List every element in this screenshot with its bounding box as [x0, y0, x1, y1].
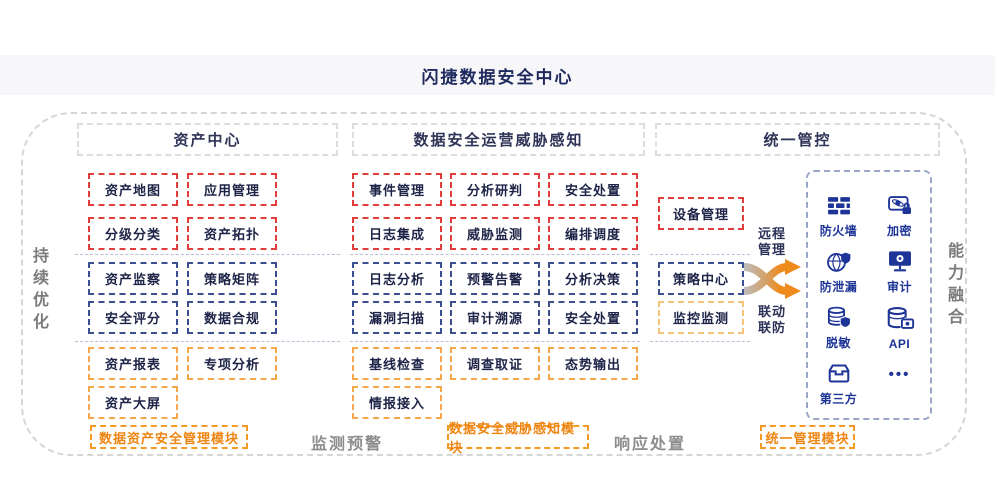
- api-icon: [887, 307, 914, 329]
- section-header-operations: 数据安全运营威胁感知: [352, 123, 645, 156]
- icon-label: 加密: [886, 224, 912, 238]
- cell-forensics: 调查取证: [450, 347, 540, 380]
- cell-policy-center: 策略中心: [658, 262, 744, 295]
- third-party-icon: [828, 364, 849, 383]
- icon-label: API: [888, 337, 911, 351]
- phase-monitoring-warning: 监测预警: [310, 436, 383, 453]
- cell-special-analysis: 专项分析: [187, 347, 277, 380]
- cell-security-disposal-2: 安全处置: [548, 301, 638, 334]
- audit-icon: [888, 251, 911, 272]
- cell-app-management: 应用管理: [187, 173, 277, 206]
- cell-orchestration: 编排调度: [548, 217, 638, 250]
- icon-label: 脱敏: [825, 336, 851, 350]
- icon-label: 第三方: [819, 392, 858, 406]
- title-band: 闪捷数据安全中心: [0, 55, 995, 95]
- encryption-icon: [887, 196, 911, 214]
- left-rail-label: 持续优化: [30, 247, 47, 335]
- capability-data-masking: 脱敏: [808, 304, 869, 351]
- phase-response-disposal: 响应处置: [613, 436, 686, 453]
- cell-asset-topology: 资产拓扑: [187, 217, 277, 250]
- cell-security-score: 安全评分: [88, 301, 178, 334]
- cell-audit-tracing: 审计溯源: [450, 301, 540, 334]
- cell-analysis-judgment: 分析研判: [450, 173, 540, 206]
- icon-label: 防火墙: [819, 224, 858, 238]
- data-masking-icon: [827, 306, 850, 328]
- cell-vulnerability-scan: 漏洞扫描: [352, 301, 442, 334]
- capability-third-party: 第三方: [808, 360, 869, 407]
- more-icon: •••: [888, 366, 911, 383]
- section-header-management: 统一管控: [655, 123, 940, 156]
- capability-api: API: [869, 304, 930, 351]
- cell-device-management: 设备管理: [658, 197, 744, 230]
- firewall-icon: [827, 197, 850, 215]
- cell-log-analysis: 日志分析: [352, 262, 442, 295]
- cell-policy-matrix: 策略矩阵: [187, 262, 277, 295]
- right-rail-label: 能力融合: [945, 242, 962, 330]
- remote-management-label: 远程 管理: [757, 226, 786, 257]
- platform-outline: [21, 112, 967, 456]
- capability-audit: 审计: [869, 248, 930, 295]
- cell-situation-output: 态势输出: [548, 347, 638, 380]
- module-label-threat-awareness: 数据安全威胁感知模块: [447, 421, 589, 455]
- cell-analysis-decision: 分析决策: [548, 262, 638, 295]
- cell-asset-dashboard: 资产大屏: [88, 386, 178, 419]
- divider: [350, 254, 640, 255]
- cell-asset-report: 资产报表: [88, 347, 178, 380]
- capability-encryption: 加密: [869, 192, 930, 239]
- divider: [650, 341, 750, 342]
- module-label-unified-mgmt: 统一管理模块: [760, 425, 855, 449]
- cell-threat-monitoring: 威胁监测: [450, 217, 540, 250]
- leak-prevention-icon: [826, 252, 850, 272]
- page-title: 闪捷数据安全中心: [421, 67, 574, 87]
- linkage-defense-label: 联动 联防: [757, 304, 786, 335]
- capability-leak-prevention: 防泄漏: [808, 248, 869, 295]
- capability-more: •••: [869, 360, 930, 407]
- divider: [75, 254, 340, 255]
- cell-log-integration: 日志集成: [352, 217, 442, 250]
- cell-early-warning: 预警告警: [450, 262, 540, 295]
- cell-intelligence-access: 情报接入: [352, 386, 442, 419]
- divider: [650, 254, 750, 255]
- linkage-arrows-icon: [743, 259, 801, 299]
- cell-data-compliance: 数据合规: [187, 301, 277, 334]
- divider: [350, 341, 640, 342]
- divider: [75, 341, 340, 342]
- cell-security-disposal: 安全处置: [548, 173, 638, 206]
- cell-event-management: 事件管理: [352, 173, 442, 206]
- capability-firewall: 防火墙: [808, 192, 869, 239]
- module-label-asset-security: 数据资产安全管理模块: [90, 425, 248, 449]
- cell-grading-classification: 分级分类: [88, 217, 178, 250]
- cell-baseline-check: 基线检查: [352, 347, 442, 380]
- cell-asset-inspection: 资产监察: [88, 262, 178, 295]
- cell-monitoring-detection: 监控监测: [658, 301, 744, 334]
- section-header-assets: 资产中心: [77, 123, 338, 156]
- cell-asset-map: 资产地图: [88, 173, 178, 206]
- icon-label: 防泄漏: [819, 280, 858, 294]
- icon-label: 审计: [886, 280, 912, 294]
- capability-panel: 防火墙 加密 防泄漏: [806, 170, 932, 420]
